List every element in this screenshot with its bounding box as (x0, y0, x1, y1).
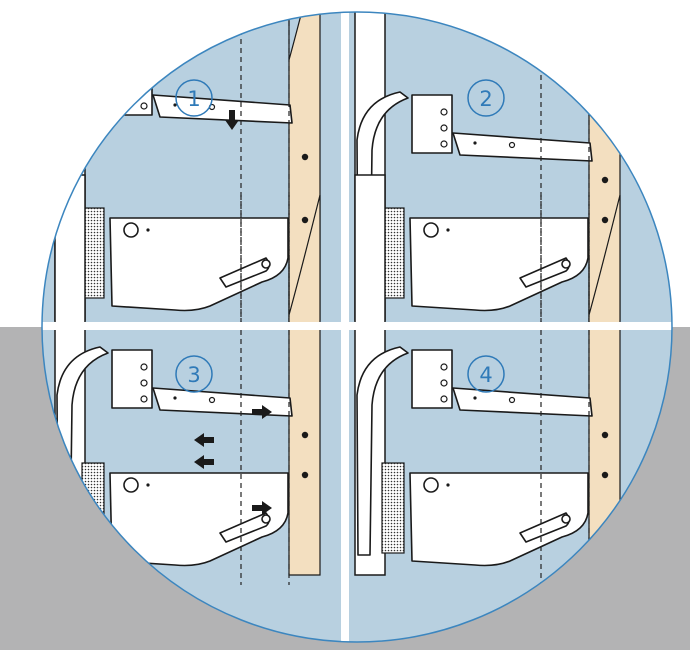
contact-dot-bottom (601, 471, 609, 479)
contact-dot-bottom (601, 216, 609, 224)
knob (423, 477, 439, 493)
compression-paddle (452, 387, 593, 417)
detector-body (409, 472, 589, 567)
step-label-1: 1 (175, 79, 213, 117)
step-label-2: 2 (467, 79, 505, 117)
step-label-4: 4 (467, 355, 505, 393)
step-number-2: 2 (479, 87, 492, 111)
step-number-1: 1 (187, 87, 200, 111)
motion-arrow-left (194, 433, 214, 447)
motion-arrow-right (252, 501, 272, 515)
tissue (288, 194, 321, 576)
contact-dot-top (301, 153, 309, 161)
step-label-3: 3 (175, 355, 213, 393)
step-number-4: 4 (479, 363, 492, 387)
tissue (588, 194, 621, 576)
motion-arrow-left (194, 455, 214, 469)
contact-dot-top (601, 176, 609, 184)
contact-dot-bottom (301, 216, 309, 224)
contact-dot-top (301, 431, 309, 439)
motion-arrow-right (252, 405, 272, 419)
step-number-3: 3 (187, 363, 200, 387)
contact-dot-bottom (301, 471, 309, 479)
compression-paddle (152, 94, 293, 124)
column-arm (356, 346, 409, 556)
detector-body (109, 217, 289, 312)
circle-outline (41, 11, 673, 643)
knob (123, 477, 139, 493)
upper-bracket (411, 349, 453, 409)
compression-paddle (452, 132, 593, 162)
grill-panel (381, 462, 405, 554)
panel-4 (354, 174, 621, 585)
detector-body (409, 217, 589, 312)
upper-bracket (111, 349, 153, 409)
contact-dot-top (601, 431, 609, 439)
knob (123, 222, 139, 238)
motion-arrow-down (225, 110, 239, 130)
horizontal-divider (42, 322, 672, 330)
knob (423, 222, 439, 238)
upper-bracket (411, 94, 453, 154)
detector-body (109, 472, 289, 567)
